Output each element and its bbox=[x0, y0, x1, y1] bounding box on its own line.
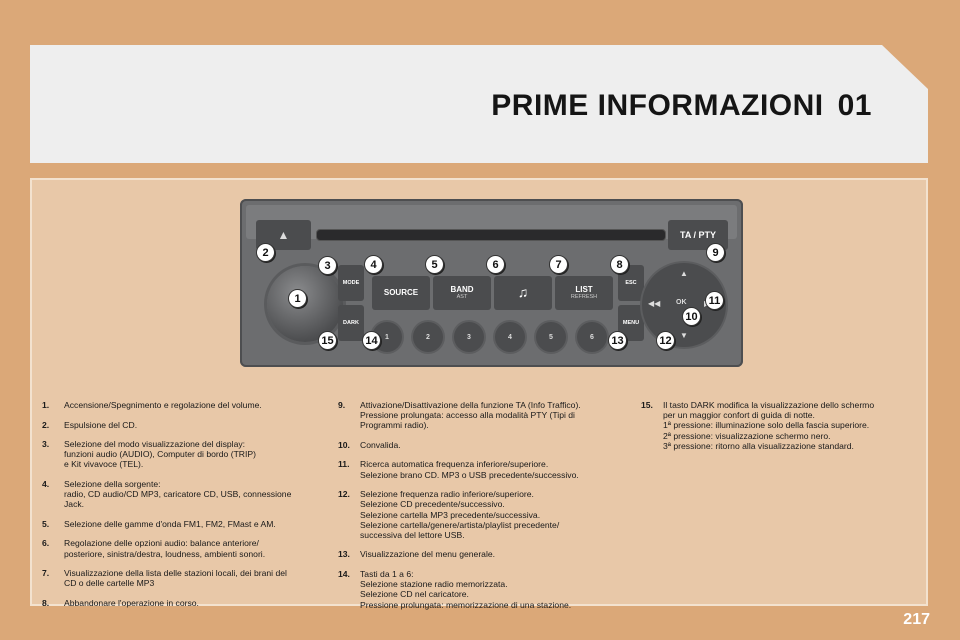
item-text: Tasti da 1 a 6: Selezione stazione radio… bbox=[360, 568, 572, 610]
preset-button-5[interactable]: 5 bbox=[536, 322, 566, 352]
item-number: 8. bbox=[42, 597, 50, 608]
audio-settings-button[interactable]: ♫ bbox=[494, 276, 552, 310]
description-item: 9. Attivazione/Disattivazione della funzi… bbox=[338, 400, 628, 431]
callout-11: 11 bbox=[705, 291, 724, 310]
description-item: 12. Selezione frequenza radio inferiore/s… bbox=[338, 489, 628, 540]
description-item: 2. Espulsione del CD. bbox=[42, 420, 327, 430]
callout-13: 13 bbox=[608, 331, 627, 350]
list-button[interactable]: LIST REFRESH bbox=[555, 276, 613, 310]
dark-button[interactable]: DARK bbox=[338, 305, 364, 341]
callout-9: 9 bbox=[706, 243, 725, 262]
item-number: 4. bbox=[42, 478, 50, 489]
item-number: 5. bbox=[42, 518, 50, 529]
page-title: PRIME INFORMAZIONI 01 bbox=[491, 89, 872, 123]
item-text: Visualizzazione della lista delle stazio… bbox=[64, 568, 287, 589]
eject-icon: ▲ bbox=[277, 228, 290, 242]
item-number: 9. bbox=[338, 400, 346, 410]
item-number: 3. bbox=[42, 439, 50, 449]
item-text: Espulsione del CD. bbox=[64, 419, 138, 430]
description-item: 15. Il tasto DARK modifica la visualizzaz… bbox=[641, 400, 916, 451]
item-text: Convalida. bbox=[360, 439, 401, 450]
item-number: 12. bbox=[338, 489, 350, 500]
item-number: 13. bbox=[338, 549, 350, 560]
description-item: 7. Visualizzazione della lista delle staz… bbox=[42, 568, 327, 588]
title-text: PRIME INFORMAZIONI bbox=[491, 89, 824, 122]
description-item: 3. Selezione del modo visualizzazione del… bbox=[42, 439, 327, 470]
description-item: 8. Abbandonare l'operazione in corso. bbox=[42, 598, 327, 608]
list-sub-label: REFRESH bbox=[570, 294, 598, 301]
arrow-down-icon: ▼ bbox=[680, 331, 688, 340]
callout-14: 14 bbox=[362, 331, 381, 350]
item-number: 7. bbox=[42, 568, 50, 579]
callout-15: 15 bbox=[318, 331, 337, 350]
item-number: 15. bbox=[641, 400, 653, 410]
item-text: Selezione del modo visualizzazione del d… bbox=[64, 439, 256, 470]
item-text: Selezione della sorgente: radio, CD audi… bbox=[64, 478, 292, 510]
ok-button[interactable]: OK bbox=[676, 299, 687, 306]
item-text: Accensione/Spegnimento e regolazione del… bbox=[64, 400, 262, 410]
callout-5: 5 bbox=[425, 255, 444, 274]
description-column-1: 1. Accensione/Spegnimento e regolazione d… bbox=[42, 400, 327, 617]
item-text: Selezione frequenza radio inferiore/supe… bbox=[360, 489, 560, 540]
description-column-2: 9. Attivazione/Disattivazione della funzi… bbox=[338, 400, 628, 619]
item-text: Il tasto DARK modifica la visualizzazion… bbox=[663, 400, 875, 451]
arrow-up-icon: ▲ bbox=[680, 269, 688, 278]
item-number: 2. bbox=[42, 419, 50, 430]
item-number: 6. bbox=[42, 538, 50, 549]
item-text: Regolazione delle opzioni audio: balance… bbox=[64, 538, 266, 559]
preset-button-6[interactable]: 6 bbox=[577, 322, 607, 352]
callout-1: 1 bbox=[288, 289, 307, 308]
description-item: 5. Selezione delle gamme d'onda FM1, FM2,… bbox=[42, 519, 327, 529]
description-item: 6. Regolazione delle opzioni audio: balan… bbox=[42, 538, 327, 558]
description-item: 1. Accensione/Spegnimento e regolazione d… bbox=[42, 400, 327, 410]
description-item: 10. Convalida. bbox=[338, 440, 628, 450]
item-text: Visualizzazione del menu generale. bbox=[360, 549, 496, 560]
header-card: PRIME INFORMAZIONI 01 bbox=[30, 45, 928, 163]
description-column-3: 15. Il tasto DARK modifica la visualizzaz… bbox=[641, 400, 916, 460]
callout-6: 6 bbox=[486, 255, 505, 274]
description-item: 13. Visualizzazione del menu generale. bbox=[338, 549, 628, 559]
item-text: Ricerca automatica frequenza inferiore/s… bbox=[360, 459, 579, 480]
item-number: 14. bbox=[338, 568, 350, 579]
callout-10: 10 bbox=[682, 307, 701, 326]
item-number: 1. bbox=[42, 400, 50, 410]
band-button[interactable]: BAND AST bbox=[433, 276, 491, 310]
preset-button-2[interactable]: 2 bbox=[413, 322, 443, 352]
source-label: SOURCE bbox=[383, 287, 419, 297]
preset-button-4[interactable]: 4 bbox=[495, 322, 525, 352]
callout-12: 12 bbox=[656, 331, 675, 350]
description-item: 4. Selezione della sorgente: radio, CD au… bbox=[42, 479, 327, 510]
callout-2: 2 bbox=[256, 243, 275, 262]
item-text: Abbandonare l'operazione in corso. bbox=[64, 597, 199, 608]
description-item: 14. Tasti da 1 a 6: Selezione stazione ra… bbox=[338, 569, 628, 610]
callout-8: 8 bbox=[610, 255, 629, 274]
chapter-number: 01 bbox=[837, 89, 872, 122]
item-text: Attivazione/Disattivazione della funzion… bbox=[360, 400, 581, 431]
callout-7: 7 bbox=[549, 255, 568, 274]
item-number: 10. bbox=[338, 439, 350, 450]
music-note-icon: ♫ bbox=[517, 284, 529, 301]
mode-button[interactable]: MODE bbox=[338, 265, 364, 301]
callout-4: 4 bbox=[364, 255, 383, 274]
list-label: LIST bbox=[575, 284, 593, 294]
cd-slot bbox=[316, 229, 666, 241]
item-number: 11. bbox=[338, 459, 350, 470]
preset-button-3[interactable]: 3 bbox=[454, 322, 484, 352]
source-button[interactable]: SOURCE bbox=[372, 276, 430, 310]
band-sub-label: AST bbox=[456, 294, 468, 301]
item-text: Selezione delle gamme d'onda FM1, FM2, F… bbox=[64, 518, 276, 529]
callout-3: 3 bbox=[318, 256, 337, 275]
rewind-icon: ◀◀ bbox=[648, 299, 661, 308]
page-number: 217 bbox=[903, 611, 930, 628]
description-item: 11. Ricerca automatica frequenza inferior… bbox=[338, 459, 628, 479]
band-label: BAND bbox=[450, 284, 474, 294]
